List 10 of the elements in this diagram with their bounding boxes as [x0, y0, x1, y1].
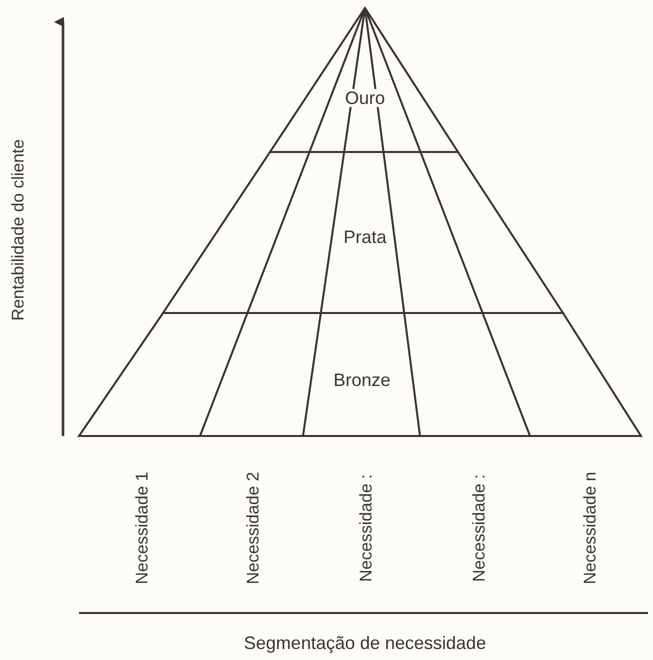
need-label: Necessidade 1	[134, 472, 150, 584]
need-label: Necessidade :	[470, 474, 488, 582]
pyramid-tier	[163, 152, 563, 313]
need-label: Necessidade 2	[244, 472, 262, 584]
pyramid-tier	[79, 313, 641, 436]
need-label: Necessidade :	[358, 474, 374, 582]
pyramid-tier	[270, 8, 458, 152]
axis-title: Segmentação de necessidade	[244, 634, 486, 652]
need-label: Necessidade n	[582, 472, 598, 584]
axis-title: Rentabilidade do cliente	[10, 139, 26, 321]
